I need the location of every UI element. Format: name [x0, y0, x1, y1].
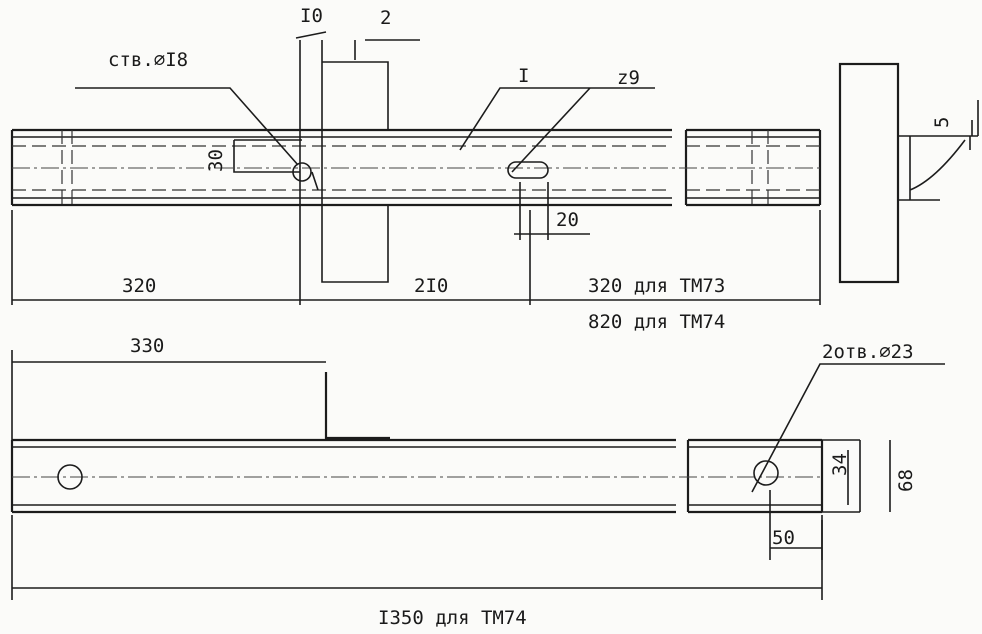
label-dim-320: 320 [122, 275, 156, 297]
label-dim-820-tm74: 820 для ТМ74 [588, 311, 725, 333]
top-beam [10, 128, 822, 207]
label-part-1: I [518, 65, 529, 87]
label-dim-10: I0 [300, 5, 323, 27]
label-dim-210: 2I0 [414, 275, 448, 297]
label-dim-68: 68 [895, 469, 917, 492]
label-dim-30: 30 [205, 149, 227, 172]
side-view [838, 62, 979, 284]
label-holes-23: 2отв.⌀23 [822, 341, 914, 363]
dimension-lines [11, 39, 945, 600]
label-dim-50: 50 [772, 527, 795, 549]
label-dim-320-tm73: 320 для ТМ73 [588, 275, 725, 297]
label-dim-20: 20 [556, 209, 579, 231]
label-dim-1350-tm74: I350 для ТМ74 [378, 607, 527, 629]
label-hole-18: ств.⌀I8 [108, 49, 188, 71]
plate [295, 31, 389, 300]
label-dim-330: 330 [130, 335, 164, 357]
bottom-beam [10, 372, 824, 514]
label-part-2: 2 [380, 7, 391, 29]
label-slot-9: z9 [617, 67, 640, 89]
label-dim-34: 34 [829, 453, 851, 476]
label-dim-5: 5 [931, 117, 953, 128]
